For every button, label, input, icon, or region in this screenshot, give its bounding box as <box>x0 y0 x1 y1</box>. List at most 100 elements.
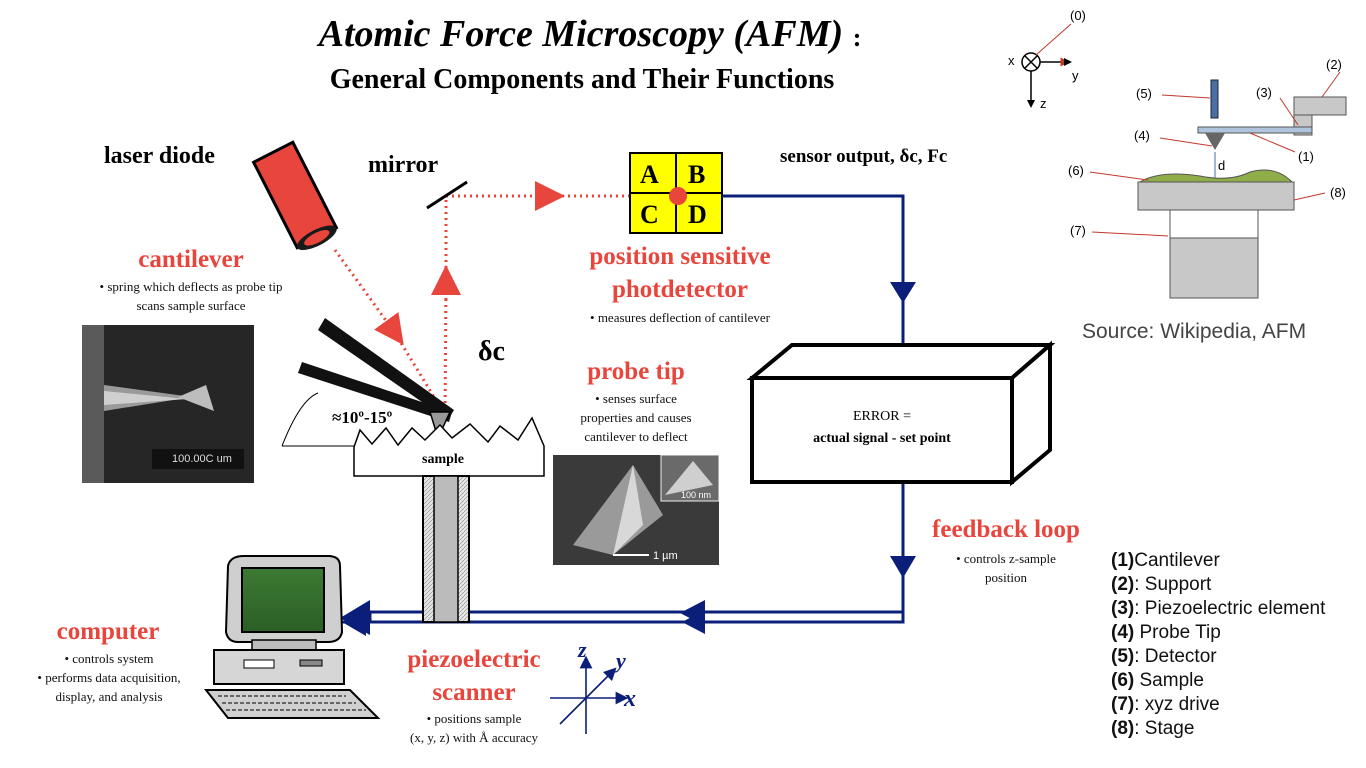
legend: (1)Cantilever (2): Support (3): Piezoele… <box>1111 549 1325 741</box>
piezo-scanner-title-line2: scanner <box>432 678 516 706</box>
inset-axis-z: z <box>1040 96 1047 111</box>
angle-arc <box>281 392 319 447</box>
angle-label: ≈10º-15º <box>332 408 393 427</box>
computer-desc-line: • performs data acquisition, <box>37 669 181 685</box>
sample <box>353 416 545 477</box>
piezo-scanner-title: piezoelectric scanner <box>384 644 564 709</box>
computer-desc: • controls system • performs data acquis… <box>4 650 214 707</box>
legend-item: (7): xyz drive <box>1111 693 1325 717</box>
probe-tip-desc-line: properties and causes <box>580 409 692 425</box>
computer-desc-line: • controls system <box>64 651 154 666</box>
legend-text: : xyz drive <box>1134 694 1220 715</box>
piezo-column <box>422 475 470 623</box>
probe-tip-desc: • senses surface properties and causes c… <box>556 390 716 447</box>
photodetector-title: position sensitive photdetector <box>540 241 820 306</box>
legend-item: (5): Detector <box>1111 645 1325 669</box>
quadrant-d: D <box>688 200 707 229</box>
probe-tip-desc-line: cantilever to deflect <box>584 428 688 444</box>
sample-label: sample <box>422 452 464 467</box>
inset-diagram <box>1021 23 1347 299</box>
cantilever-title: cantilever <box>138 246 244 273</box>
feedback-loop-desc-line: position <box>985 569 1027 585</box>
axis-y-label: y <box>616 648 626 673</box>
probe-tip-scale: 1 µm <box>653 550 678 562</box>
legend-text: Sample <box>1134 670 1204 691</box>
inset-marker-0: (0) <box>1070 8 1086 23</box>
error-line-2: actual signal - set point <box>813 431 951 446</box>
piezo-scanner-desc: • positions sample (x, y, z) with Å accu… <box>374 710 574 748</box>
inset-marker-6: (6) <box>1068 163 1084 178</box>
inset-axis-x: x <box>1008 53 1015 68</box>
legend-item: (2): Support <box>1111 573 1325 597</box>
legend-num: (8) <box>1111 718 1135 739</box>
cantilever-photo-scale: 100.00C um <box>172 453 232 465</box>
inset-marker-5: (5) <box>1136 86 1152 101</box>
probe-tip-photo: 100 nm 1 µm <box>553 455 719 565</box>
cantilever-desc-line: • spring which deflects as probe tip <box>99 279 283 294</box>
error-text: ERROR = actual signal - set point <box>752 406 1012 450</box>
mirror <box>426 180 468 210</box>
cantilever-desc-line: scans sample surface <box>136 297 246 313</box>
inset-marker-8: (8) <box>1330 185 1346 200</box>
piezo-scanner-desc-line: • positions sample <box>426 711 522 726</box>
cantilever-photo: 100.00C um <box>82 325 254 483</box>
inset-axis-y: y <box>1072 68 1079 83</box>
probe-tip-title: probe tip <box>587 358 685 385</box>
laser-beam <box>333 181 650 416</box>
inset-marker-3: (3) <box>1256 85 1272 100</box>
photodetector-desc: • measures deflection of cantilever <box>590 310 770 325</box>
sensor-output-label: sensor output, δc, Fc <box>780 146 948 167</box>
quadrant-c: C <box>640 200 659 229</box>
legend-item: (1)Cantilever <box>1111 549 1325 573</box>
axis-x-label: x <box>624 686 636 712</box>
inset-marker-2: (2) <box>1326 57 1342 72</box>
legend-num: (2) <box>1111 574 1135 595</box>
legend-item: (6) Sample <box>1111 669 1325 693</box>
source-credit: Source: Wikipedia, AFM <box>1082 320 1307 343</box>
photodetector <box>629 152 723 234</box>
quadrant-b: B <box>688 160 706 189</box>
page-title: Atomic Force Microscopy (AFM) : <box>0 12 1180 56</box>
computer-title: computer <box>56 618 160 645</box>
inset-marker-7: (7) <box>1070 223 1086 238</box>
piezo-scanner-title-line1: piezoelectric <box>407 646 541 673</box>
legend-num: (6) <box>1111 670 1135 691</box>
legend-text: : Detector <box>1134 646 1217 667</box>
photodetector-title-line1: position sensitive <box>589 243 771 270</box>
feedback-loop-desc: • controls z-sample position <box>916 550 1096 588</box>
mirror-label: mirror <box>368 152 439 178</box>
delta-c-label: δc <box>478 336 505 367</box>
photodetector-title-line2: photdetector <box>611 275 749 303</box>
computer-desc-line: display, and analysis <box>55 688 163 704</box>
laser-diode-label: laser diode <box>104 143 215 169</box>
axis-z-label: z <box>578 637 587 662</box>
title-colon: : <box>852 23 862 52</box>
feedback-loop-desc-line: • controls z-sample <box>956 551 1056 566</box>
computer <box>203 555 381 719</box>
legend-text: : Piezoelectric element <box>1134 598 1326 619</box>
legend-item: (8): Stage <box>1111 717 1325 741</box>
inset-marker-1: (1) <box>1298 149 1314 164</box>
laser-diode <box>251 140 339 251</box>
error-line-1: ERROR = <box>852 409 912 424</box>
cantilever-desc: • spring which deflects as probe tip sca… <box>66 278 316 316</box>
legend-item: (3): Piezoelectric element <box>1111 597 1325 621</box>
probe-tip-inset-scale: 100 nm <box>681 490 712 500</box>
legend-num: (7) <box>1111 694 1135 715</box>
legend-text: Probe Tip <box>1134 622 1221 643</box>
inset-marker-4: (4) <box>1134 128 1150 143</box>
quadrant-a: A <box>640 160 659 189</box>
piezo-scanner-desc-line: (x, y, z) with Å accuracy <box>409 729 538 745</box>
legend-text: : Support <box>1134 574 1212 595</box>
xyz-axes <box>550 655 629 734</box>
legend-item: (4) Probe Tip <box>1111 621 1325 645</box>
legend-text: : Stage <box>1134 718 1195 739</box>
page-subtitle: General Components and Their Functions <box>329 64 835 95</box>
legend-num: (3) <box>1111 598 1135 619</box>
title-main: Atomic Force Microscopy (AFM) <box>318 13 844 55</box>
legend-num: (5) <box>1111 646 1135 667</box>
loop-return-line <box>342 478 905 624</box>
error-box <box>746 340 1056 487</box>
legend-num: (1) <box>1111 550 1135 571</box>
